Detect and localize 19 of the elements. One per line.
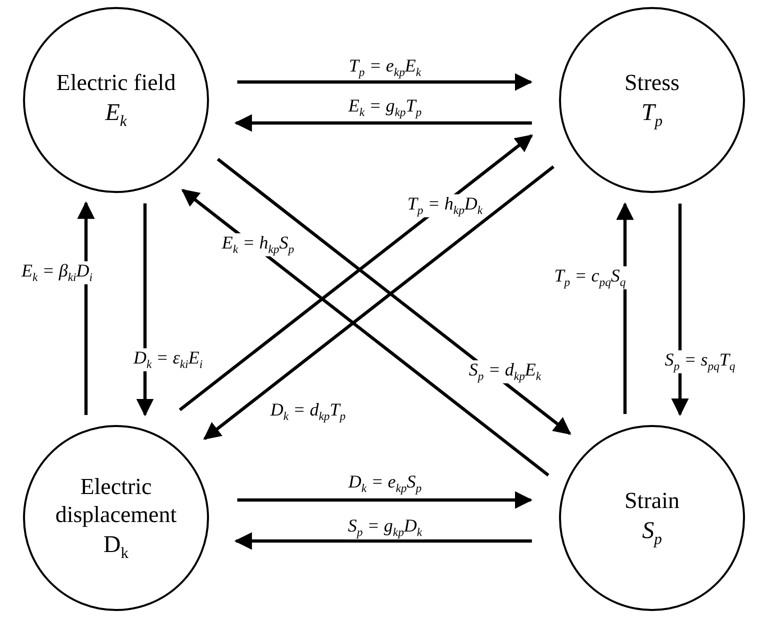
arrow: [616, 202, 634, 414]
arrow: [671, 204, 689, 416]
arrow: [181, 188, 550, 476]
arrow: [234, 114, 532, 132]
node-symbol: D$_{k}$: [103, 531, 129, 564]
arrow: [77, 201, 95, 415]
edge-label: E$_{k}$ = β$_{ki}$D$_{i}$: [18, 261, 96, 285]
arrow: [178, 134, 533, 412]
node-symbol: E$_{k}$: [105, 98, 127, 132]
node-title: Electric displacement: [54, 472, 178, 530]
arrow: [234, 532, 532, 550]
node-symbol: T$_{p}$: [641, 98, 663, 132]
node-title: Strain: [624, 486, 680, 515]
node-title: Electric field: [56, 68, 176, 97]
arrow: [237, 491, 533, 509]
arrow: [136, 203, 154, 416]
node-title: Stress: [624, 68, 680, 97]
node-symbol: S$_{p}$: [642, 516, 662, 550]
arrow: [237, 73, 533, 91]
